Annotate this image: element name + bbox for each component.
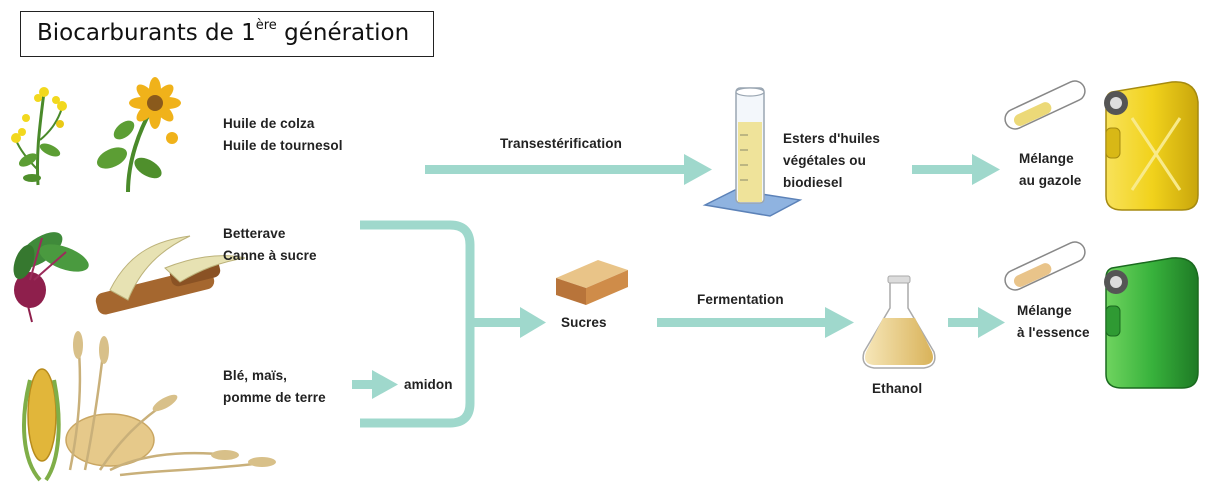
petrol-jerrycan-icon — [1104, 257, 1199, 389]
label-petrol-mix: Mélange à l'essence — [1017, 303, 1090, 340]
erlenmeyer-flask-icon — [862, 275, 936, 369]
arrow-to-sucres — [470, 307, 546, 338]
arrow-to-petrol-mix — [948, 307, 1005, 338]
sugarcane-icon — [95, 235, 246, 315]
label-fermentation: Fermentation — [697, 292, 784, 307]
label-biodiesel: Esters d'huiles végétales ou biodiesel — [783, 131, 880, 190]
sugar-cube-icon — [556, 260, 628, 305]
label-ethanol: Ethanol — [872, 381, 923, 396]
arrow-fermentation — [657, 307, 854, 338]
label-starch-crops: Blé, maïs, pomme de terre — [223, 368, 326, 405]
rapeseed-plant-icon — [11, 87, 67, 186]
label-transesterification: Transestérification — [500, 136, 622, 151]
diesel-jerrycan-icon — [1104, 81, 1199, 211]
arrow-transesterification — [425, 154, 712, 185]
arrow-to-amidon — [352, 370, 398, 399]
label-amidon: amidon — [404, 377, 453, 392]
diagram-title: Biocarburants de 1ère génération — [20, 11, 434, 57]
graduated-cylinder-icon — [702, 87, 803, 217]
petrol-test-tube-icon — [1004, 241, 1086, 291]
beetroot-icon — [13, 232, 89, 323]
arrow-to-diesel-mix — [912, 154, 1000, 185]
diesel-test-tube-icon — [1004, 80, 1086, 130]
sunflower-icon — [97, 77, 181, 193]
label-sucres: Sucres — [561, 315, 607, 330]
label-diesel-mix: Mélange au gazole — [1019, 151, 1082, 188]
label-oils: Huile de colza Huile de tournesol — [223, 116, 343, 153]
label-sugar-crops: Betterave Canne à sucre — [223, 226, 317, 263]
wheat-corn-potato-icon — [22, 331, 276, 482]
